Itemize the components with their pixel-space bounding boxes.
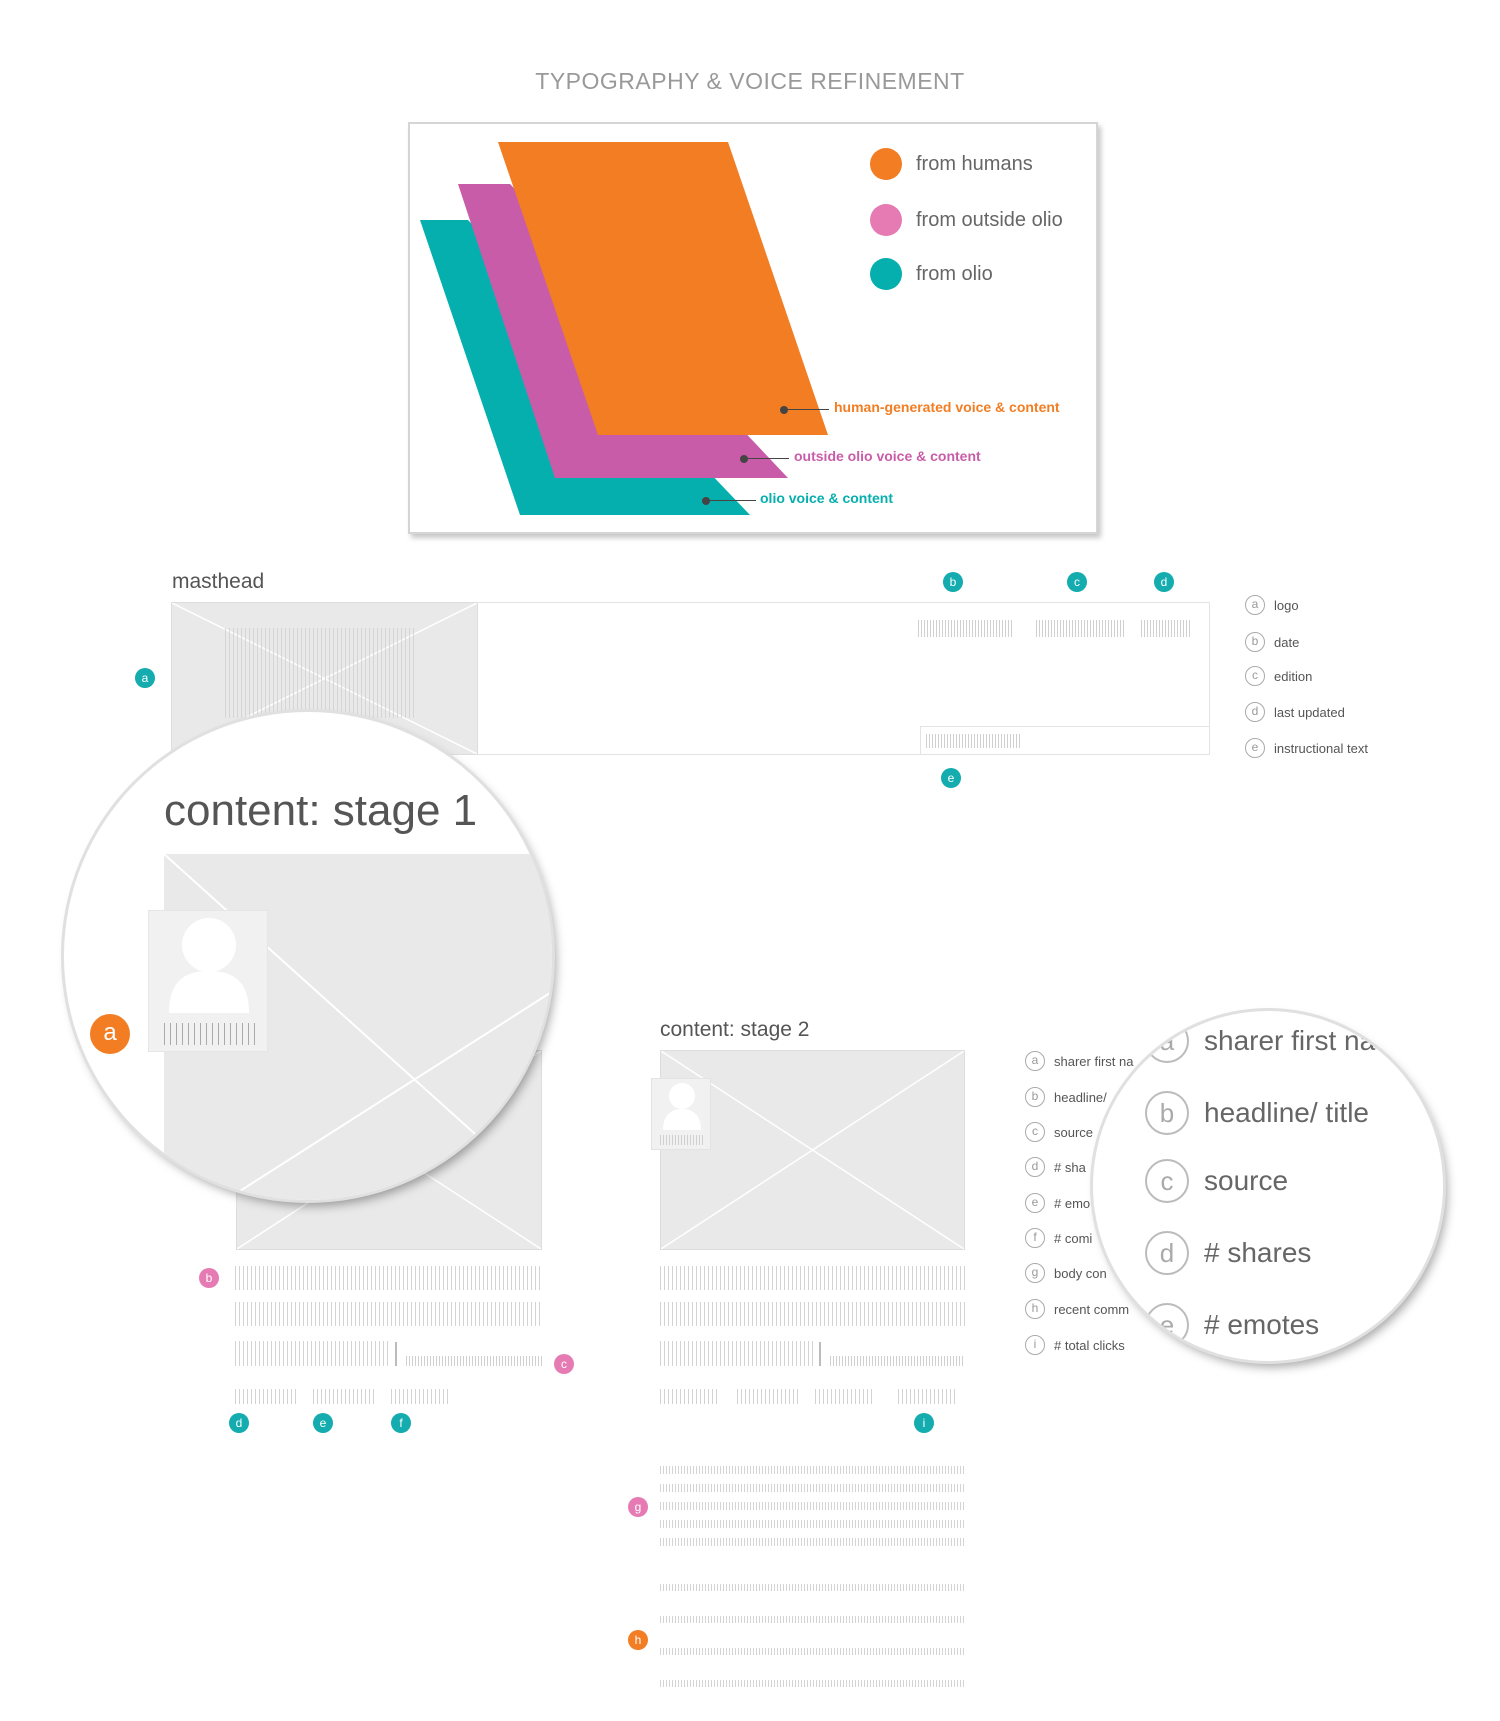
- instructional-text-placeholder: [926, 734, 1022, 748]
- logo-hatch: [225, 628, 415, 718]
- stage2-headline-line-2: [660, 1302, 965, 1326]
- stage2-shares-count: [660, 1389, 720, 1404]
- legend-dot-orange: [870, 148, 902, 180]
- stage1-source-text: [406, 1356, 542, 1366]
- stage2-comments-count: [815, 1389, 873, 1404]
- edition-placeholder: [1036, 620, 1124, 637]
- leader-dot: [780, 406, 788, 414]
- stage2-source-line: [660, 1341, 813, 1366]
- legend-label: from outside olio: [916, 208, 1063, 231]
- marker-a-large: a: [90, 1014, 130, 1054]
- marker-i: i: [914, 1413, 934, 1433]
- page-title: TYPOGRAPHY & VOICE REFINEMENT: [535, 68, 965, 94]
- stage2-source-text: [830, 1356, 965, 1366]
- key-item-shares: d# sha: [1025, 1157, 1086, 1177]
- key-item-emotes: e# emo: [1025, 1193, 1090, 1213]
- legend-item-humans: from humans: [870, 148, 1033, 180]
- zoom-key-item-emotes: e# emotes: [1145, 1303, 1319, 1347]
- date-placeholder: [918, 620, 1013, 637]
- stage1-comments-count: [391, 1389, 449, 1404]
- marker-b: b: [943, 572, 963, 592]
- stage2-total-clicks: [898, 1389, 956, 1404]
- stage1-headline-line-1: [235, 1266, 541, 1290]
- marker-a: a: [135, 668, 155, 688]
- stage1-shares-count: [235, 1389, 297, 1404]
- leader-dot: [702, 497, 710, 505]
- marker-e: e: [941, 768, 961, 788]
- stage2-title: content: stage 2: [660, 1018, 810, 1041]
- marker-b: b: [199, 1268, 219, 1288]
- legend-dot-pink: [870, 204, 902, 236]
- layer-label-outside-olio: outside olio voice & content: [794, 448, 981, 464]
- stage2-recent-comments: [660, 1584, 965, 1694]
- stage1-emotes-count: [313, 1389, 375, 1404]
- stage2-cursor: [819, 1342, 821, 1366]
- sharer-avatar-card: [148, 910, 268, 1052]
- layer-label-human: human-generated voice & content: [834, 399, 1060, 415]
- voice-layers-illustration: [420, 142, 828, 515]
- stage2-body-content: [660, 1466, 965, 1548]
- stage2-emotes-count: [737, 1389, 799, 1404]
- legend-dot-teal: [870, 258, 902, 290]
- legend-item-outside-olio: from outside olio: [870, 204, 1063, 236]
- legend-label: from olio: [916, 262, 993, 285]
- key-item-total-clicks: i# total clicks: [1025, 1335, 1125, 1355]
- stage1-headline-line-2: [235, 1302, 541, 1326]
- leader-line: [744, 458, 789, 459]
- stage1-source-line: [235, 1341, 388, 1366]
- marker-c: c: [554, 1354, 574, 1374]
- marker-c: c: [1067, 572, 1087, 592]
- marker-h: h: [628, 1630, 648, 1650]
- masthead-title: masthead: [172, 570, 265, 593]
- leader-dot: [740, 455, 748, 463]
- marker-f: f: [391, 1413, 411, 1433]
- sharer-name-placeholder: [164, 1023, 256, 1045]
- avatar-icon: [663, 1083, 701, 1130]
- stage1-magnifier: content: stage 1 a: [64, 712, 552, 1200]
- legend-item-olio: from olio: [870, 258, 993, 290]
- legend-label: from humans: [916, 152, 1033, 175]
- instructional-text-box: [920, 726, 1210, 755]
- stage1-title: content: stage 1: [164, 786, 478, 835]
- last-updated-placeholder: [1141, 620, 1191, 637]
- key-item-comments: f# comi: [1025, 1228, 1092, 1248]
- marker-g: g: [628, 1497, 648, 1517]
- leader-line: [706, 500, 756, 501]
- leader-line: [784, 409, 829, 410]
- stage2-avatar-card: [651, 1078, 711, 1150]
- marker-d: d: [229, 1413, 249, 1433]
- zoom-key-item-shares: d# shares: [1145, 1231, 1311, 1275]
- stage2-sharer-name: [660, 1135, 704, 1145]
- marker-d: d: [1154, 572, 1174, 592]
- marker-e: e: [313, 1413, 333, 1433]
- avatar-icon: [169, 918, 249, 1013]
- layer-label-olio: olio voice & content: [760, 490, 894, 506]
- stage1-cursor: [395, 1342, 397, 1366]
- voice-diagram-panel: from humans from outside olio from olio …: [408, 122, 1098, 534]
- human-layer: [498, 142, 828, 435]
- stage2-headline-line-1: [660, 1266, 965, 1290]
